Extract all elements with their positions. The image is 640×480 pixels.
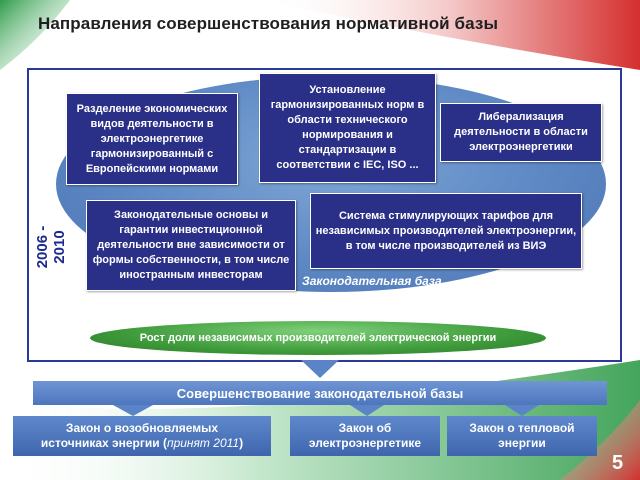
law-heat: Закон о тепловой энергии	[447, 416, 597, 456]
law-electricity: Закон об электроэнергетике	[290, 416, 440, 456]
page-title: Направления совершенствования нормативно…	[38, 14, 499, 33]
law-renewable: Закон о возобновляемых источниках энерги…	[13, 416, 271, 456]
law-heat-label: Закон о тепловой энергии	[469, 421, 575, 450]
box-investment: Законодательные основы и гарантии инвест…	[86, 200, 296, 291]
period-label: 2006 - 2010	[34, 225, 68, 269]
law-electricity-label: Закон об электроэнергетике	[308, 421, 422, 450]
law-renewable-line2: источниках энергии (	[40, 436, 167, 450]
corner-green-top	[0, 0, 70, 70]
box-tariffs: Система стимулирующих тарифов для незави…	[310, 193, 582, 269]
legal-base-label: Законодательная база	[302, 274, 442, 288]
page-number: 5	[612, 452, 624, 474]
box-standards: Установление гармонизированных норм в об…	[259, 73, 436, 183]
improvement-label: Совершенствование законодательной базы	[176, 385, 464, 401]
corner-red-top	[260, 0, 640, 70]
growth-ellipse: Рост доли независимых производителей эле…	[90, 321, 546, 355]
box-liberalization: Либерализация деятельности в области эле…	[440, 103, 602, 162]
improvement-bar: Совершенствование законодательной базы	[33, 381, 607, 405]
corner-red-bottom	[560, 400, 640, 480]
law-renewable-close: )	[239, 436, 244, 450]
box-separation: Разделение экономических видов деятельно…	[66, 93, 238, 185]
law-renewable-line1: Закон о возобновляемых	[65, 421, 219, 435]
growth-label: Рост доли независимых производителей эле…	[139, 332, 497, 344]
law-renewable-note: принят 2011	[166, 436, 240, 450]
